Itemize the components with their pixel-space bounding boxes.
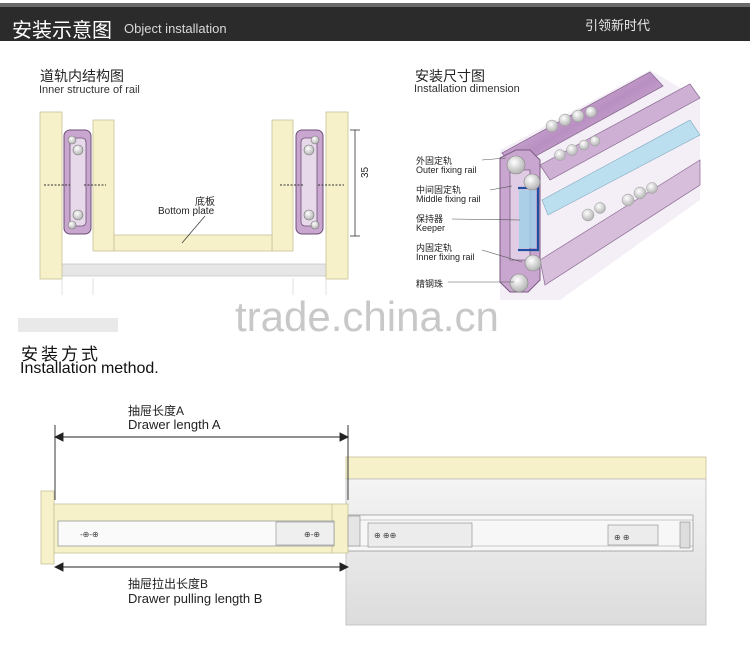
inner-rail-label-cn: 内固定轨 bbox=[416, 243, 453, 253]
steel-ball-label-cn: 精钢珠 bbox=[416, 279, 444, 289]
right-rail-profile bbox=[295, 129, 324, 235]
keeper-label-cn: 保持器 bbox=[416, 214, 444, 224]
installation-method-drawing: -⊕-⊕ ⊕-⊕ ⊕ ⊕⊕ ⊕ ⊕ bbox=[40, 425, 707, 626]
install-dimension-title-en: Installation dimension bbox=[414, 83, 520, 95]
bottom-plate-label-cn: 底板 bbox=[195, 197, 215, 208]
left-rail-profile bbox=[63, 129, 92, 235]
rail-structure-title-en: Inner structure of rail bbox=[39, 84, 140, 96]
install-dimension-title-cn: 安装尺寸图 bbox=[415, 68, 485, 84]
pulling-length-label-cn: 抽屉拉出长度B bbox=[128, 577, 209, 591]
steel-balls bbox=[506, 106, 658, 293]
page-title: 安装示意图 bbox=[12, 20, 112, 42]
outer-rail-label-en: Outer fixing rail bbox=[416, 165, 477, 175]
method-title-cn: 安装方式 bbox=[21, 345, 101, 364]
pulling-length-dimension bbox=[53, 562, 350, 572]
svg-text:⊕-⊕: ⊕-⊕ bbox=[304, 530, 320, 539]
drawer-length-label-cn: 抽屉长度A bbox=[128, 404, 185, 418]
middle-rail-label-en: Middle fixing rail bbox=[416, 194, 481, 204]
dimension-35-label: 35 bbox=[360, 166, 371, 178]
rail-structure-title-cn: 道轨内结构图 bbox=[40, 68, 124, 84]
svg-text:-⊕-⊕: -⊕-⊕ bbox=[80, 530, 99, 539]
method-title-en: Installation method. bbox=[20, 360, 159, 377]
outer-rail-label-cn: 外固定轨 bbox=[416, 156, 453, 166]
keeper-label-en: Keeper bbox=[416, 223, 446, 233]
drawer-length-dimension bbox=[53, 425, 350, 500]
header-top-line bbox=[0, 3, 750, 7]
svg-text:⊕ ⊕⊕: ⊕ ⊕⊕ bbox=[374, 531, 396, 540]
header-bar bbox=[0, 7, 750, 41]
bottom-plate-label-en: Bottom plate bbox=[158, 206, 215, 217]
drawer-length-label-en: Drawer length A bbox=[128, 417, 221, 432]
inner-rail-label-en: Inner fixing rail bbox=[416, 252, 475, 262]
dimension-35-marker bbox=[350, 129, 360, 237]
page-header: 安装示意图 Object installation 引领新时代 bbox=[0, 0, 750, 45]
header-slogan: 引领新时代 bbox=[584, 18, 650, 33]
svg-text:⊕ ⊕: ⊕ ⊕ bbox=[614, 533, 630, 542]
watermark: trade.china.cn bbox=[235, 293, 499, 340]
pulling-length-label-en: Drawer pulling length B bbox=[128, 591, 263, 606]
rail-3d-view bbox=[448, 70, 701, 300]
rail-cross-section bbox=[39, 111, 360, 295]
middle-rail-label-cn: 中间固定轨 bbox=[416, 185, 462, 195]
page-subtitle: Object installation bbox=[124, 21, 227, 36]
